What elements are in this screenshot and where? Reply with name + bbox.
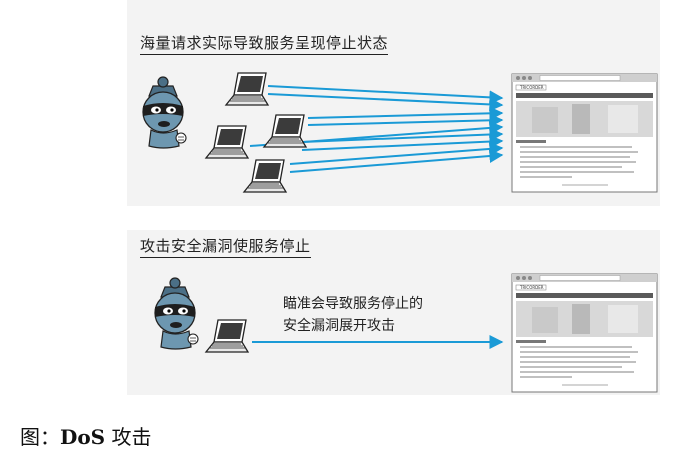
arrow xyxy=(301,127,504,143)
browser-logo: TRICORDER xyxy=(519,285,544,290)
laptop-icon xyxy=(263,114,307,148)
figure-caption: 图：DoS 攻击 xyxy=(20,421,152,450)
bottom-note: 瞄准会导致服务停止的 安全漏洞展开攻击 xyxy=(283,293,423,337)
arrow xyxy=(267,93,504,112)
top-heading: 海量请求实际导致服务呈现停止状态 xyxy=(140,32,389,55)
caption-prefix: 图： xyxy=(20,425,60,449)
laptop-icon xyxy=(205,125,249,159)
bottom-heading: 攻击安全漏洞使服务停止 xyxy=(140,235,311,258)
note-line: 安全漏洞展开攻击 xyxy=(283,318,395,334)
web-server-browser xyxy=(511,73,658,193)
caption-term: DoS xyxy=(60,425,106,449)
arrow xyxy=(267,85,504,105)
laptop-icon xyxy=(243,159,287,193)
arrow xyxy=(307,113,504,128)
arrow xyxy=(301,134,504,151)
web-server-browser xyxy=(511,273,658,393)
note-line: 瞄准会导致服务停止的 xyxy=(283,296,423,312)
caption-suffix: 攻击 xyxy=(105,425,152,449)
hacker-icon xyxy=(154,277,199,350)
browser-logo: TRICORDER xyxy=(519,85,544,90)
laptop-icon xyxy=(225,72,269,106)
laptop-icon xyxy=(205,319,249,353)
hacker-icon xyxy=(142,76,187,149)
arrow xyxy=(289,141,504,165)
arrow xyxy=(289,149,504,173)
arrow xyxy=(307,106,504,121)
